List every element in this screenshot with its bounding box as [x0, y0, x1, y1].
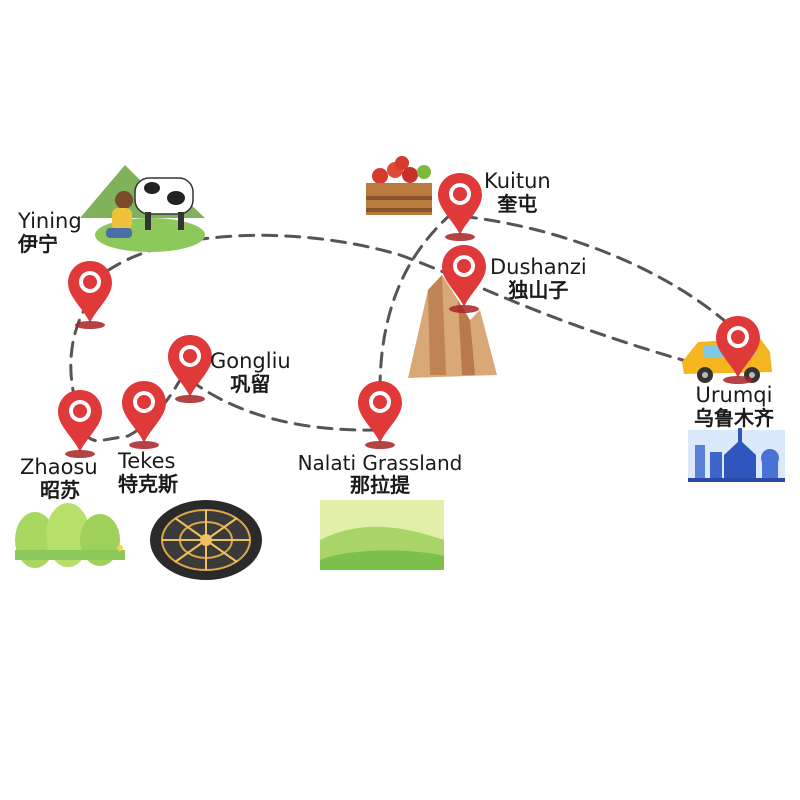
city-skyline-icon	[688, 428, 785, 482]
stop-name-zh: 巩留	[230, 372, 271, 397]
stop-name-zh: 独山子	[508, 278, 569, 303]
stop-name-zh: 奎屯	[497, 192, 538, 217]
stop-label-zhaosu: Zhaosu 昭苏	[20, 455, 98, 503]
pin-kuitun[interactable]	[438, 173, 482, 241]
stop-label-dushanzi: Dushanzi 独山子	[490, 255, 587, 303]
pin-gongliu[interactable]	[168, 335, 212, 403]
stop-name-en: Gongliu	[210, 349, 291, 373]
stop-name-zh: 特克斯	[118, 472, 178, 497]
stop-name-en: Nalati Grassland	[297, 451, 463, 475]
stop-name-en: Dushanzi	[490, 255, 587, 279]
stop-name-en: Urumqi	[695, 383, 773, 407]
bagua-city-icon	[150, 500, 262, 580]
bushes-icon	[15, 503, 125, 568]
stop-label-nalati: Nalati Grassland 那拉提	[290, 452, 470, 496]
stop-label-tekes: Tekes 特克斯	[118, 449, 178, 497]
stop-label-kuitun: Kuitun 奎屯	[484, 169, 551, 217]
stop-name-zh: 伊宁	[18, 232, 58, 257]
pin-yining[interactable]	[68, 261, 112, 329]
stop-label-urumqi: Urumqi 乌鲁木齐	[694, 383, 774, 431]
stop-name-en: Yining	[18, 209, 82, 233]
pin-tekes[interactable]	[122, 381, 166, 449]
stop-label-gongliu: Gongliu 巩留	[210, 349, 291, 397]
stop-name-zh: 乌鲁木齐	[694, 406, 774, 431]
canyon-mountain-icon	[408, 275, 497, 378]
cow-milking-icon	[80, 165, 205, 252]
apple-crate-icon	[366, 156, 432, 215]
stop-name-en: Zhaosu	[20, 455, 98, 479]
stop-name-en: Tekes	[118, 449, 176, 473]
stop-label-yining: Yining 伊宁	[18, 209, 82, 257]
stop-name-zh: 那拉提	[350, 473, 410, 497]
stop-name-zh: 昭苏	[40, 478, 80, 503]
pin-zhaosu[interactable]	[58, 390, 102, 458]
grassland-hills-icon	[320, 500, 444, 570]
pin-nalati[interactable]	[358, 381, 402, 449]
stop-name-en: Kuitun	[484, 169, 551, 193]
